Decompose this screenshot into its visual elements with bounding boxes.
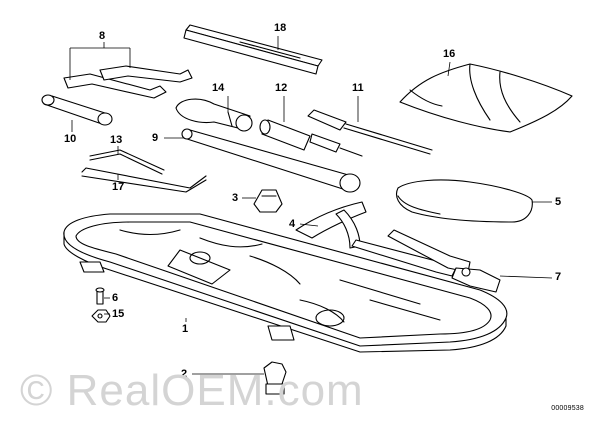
part-2-clip[interactable] [263,361,287,395]
part-4-strap[interactable] [295,201,367,249]
part-15-nut[interactable] [91,309,111,323]
callout-10: 10 [64,133,77,145]
callout-4: 4 [289,218,296,230]
callout-9: 9 [152,132,159,144]
part-1-tool-tray[interactable] [63,213,508,353]
callout-15: 15 [112,308,125,320]
callout-17: 17 [112,181,125,193]
part-8-wrenches[interactable] [63,65,193,99]
callout-18: 18 [274,22,287,34]
callout-8: 8 [99,30,106,42]
callout-12: 12 [275,82,288,94]
part-12-cylinder[interactable] [259,119,311,151]
part-10-socket-wrench[interactable] [41,94,113,126]
callout-13: 13 [110,134,123,146]
part-14-handle[interactable] [175,98,253,132]
part-17-allen-key[interactable] [81,167,207,193]
part-5-pad[interactable] [395,179,533,223]
part-16-cloth-bag[interactable] [399,63,573,133]
callout-2: 2 [181,368,188,380]
part-3-nut[interactable] [253,189,283,213]
part-13-allen-key[interactable] [89,149,165,175]
callout-3: 3 [232,192,239,204]
callout-16: 16 [443,48,456,60]
part-9-lever-tube[interactable] [181,128,361,193]
part-18-pry-bar[interactable] [183,24,323,75]
callout-6: 6 [112,292,119,304]
part-11-screwdriver[interactable] [307,109,433,157]
diagram-code: 00009538 [551,405,584,412]
callout-1: 1 [182,323,189,335]
leader-lines [69,36,553,375]
part-7-pliers[interactable] [351,229,501,293]
callout-7: 7 [555,271,562,283]
callout-14: 14 [212,82,225,94]
callout-5: 5 [555,196,562,208]
part-6-bolt[interactable] [95,287,105,305]
callout-11: 11 [352,82,364,94]
